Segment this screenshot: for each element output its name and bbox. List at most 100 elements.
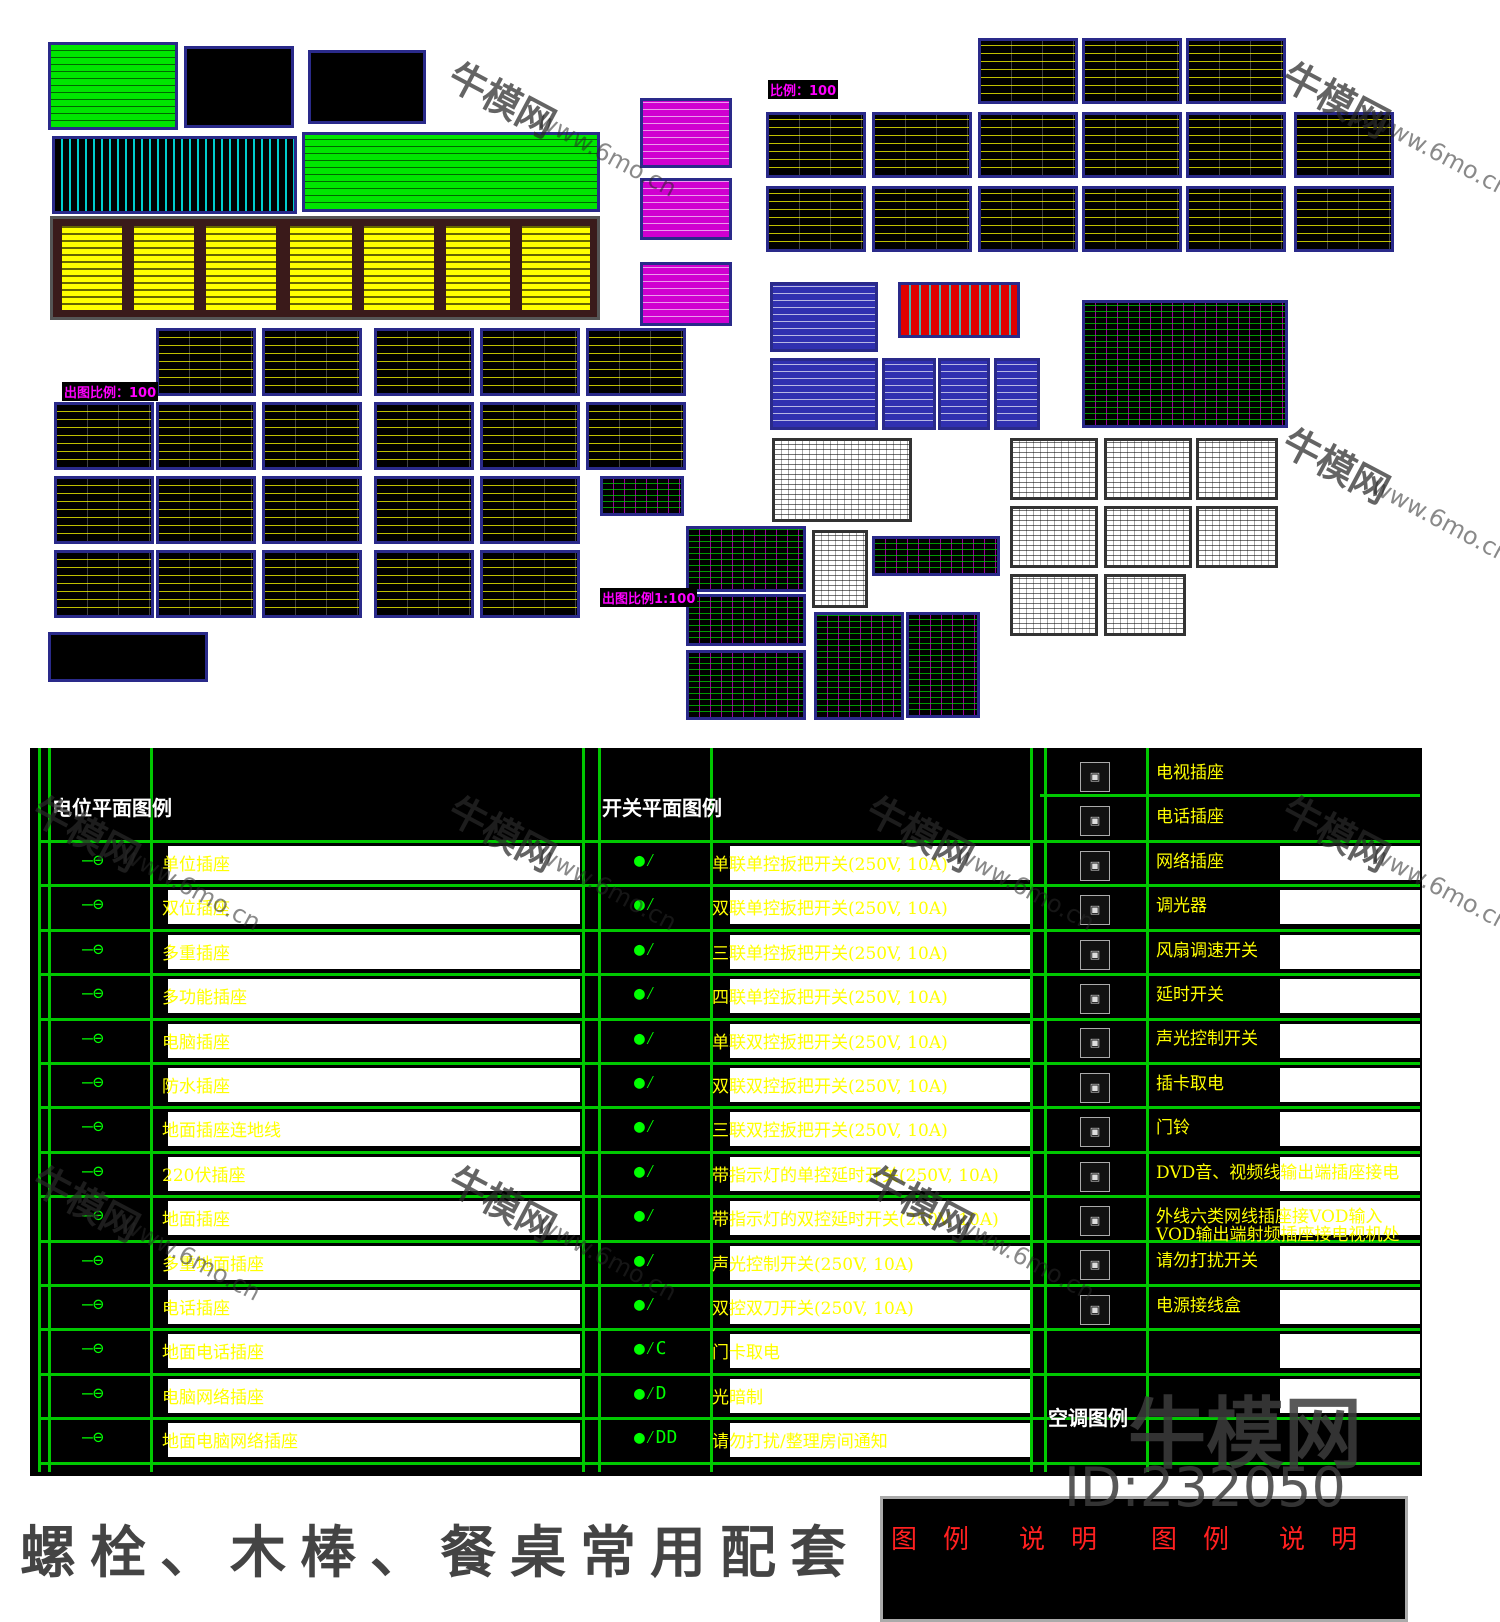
switch-symbol-icon: ●⁄	[634, 983, 656, 1005]
legend-item-label: 多功能插座	[162, 988, 247, 1009]
drawing-sheet	[1010, 574, 1098, 636]
legend-item-label: 单联双控扳把开关(250V, 10A)	[712, 1032, 948, 1053]
row-band	[168, 979, 580, 1014]
drawing-sheet	[1186, 38, 1286, 104]
row-band	[1280, 1334, 1420, 1369]
table-header-cell: 说 明	[1019, 1525, 1098, 1555]
legend-item-label: 多重地面插座	[162, 1254, 264, 1275]
switch-symbol-icon: ●⁄	[634, 1027, 656, 1049]
drawing-sheet	[374, 328, 474, 396]
row-band	[168, 1290, 580, 1324]
switch-symbol-icon: ●⁄	[634, 1160, 656, 1182]
drawing-sheet	[1082, 112, 1182, 178]
grid-line	[40, 1372, 1420, 1376]
row-band	[168, 1423, 580, 1458]
socket-symbol-icon: —⊖	[82, 1338, 104, 1360]
legend-item-label: 多重插座	[162, 943, 230, 964]
drawing-sheet	[1010, 506, 1098, 568]
socket-symbol-icon: —⊖	[82, 1249, 104, 1271]
drawing-sheet	[1294, 112, 1394, 178]
drawing-sheet	[772, 438, 912, 522]
switch-symbol-icon: ●⁄	[634, 850, 656, 871]
drawing-sheet	[600, 476, 684, 516]
drawing-sheet	[308, 50, 426, 124]
id-watermark: ID:232050	[1064, 1456, 1346, 1519]
legend-item-label: 调光器	[1156, 896, 1207, 917]
row-band	[1280, 1378, 1420, 1413]
socket-symbol-icon: —⊖	[82, 1205, 104, 1227]
switch-symbol-icon: ●⁄	[634, 1116, 656, 1138]
drawing-sheet	[1082, 38, 1182, 104]
legend-item-label: 四联单控扳把开关(250V, 10A)	[712, 988, 948, 1009]
legend-item-label: DVD音、视频线输出端插座接电	[1156, 1162, 1400, 1183]
drawing-sheet	[262, 328, 362, 396]
drawing-sheet	[262, 402, 362, 470]
drawing-sheet	[978, 112, 1078, 178]
row-band	[1280, 1068, 1420, 1102]
drawing-sheet	[48, 42, 178, 130]
device-symbol-icon: ▣	[1080, 1161, 1110, 1192]
legend-item-label: 电脑插座	[162, 1032, 230, 1053]
drawing-sheet	[1010, 438, 1098, 500]
row-band	[730, 1201, 1030, 1236]
switch-symbol-icon: ●⁄	[634, 1205, 656, 1227]
socket-symbol-icon: —⊖	[82, 938, 104, 960]
drawing-block	[290, 226, 352, 310]
legend-item-label: 220伏插座	[162, 1165, 246, 1186]
row-band	[1280, 1245, 1420, 1280]
drawing-block	[206, 226, 276, 310]
drawing-sheet	[480, 476, 580, 544]
ac-legend-title: 空调图例	[1048, 1406, 1128, 1430]
legend-item-label: 请勿打扰/整理房间通知	[712, 1432, 888, 1453]
drawing-block	[522, 226, 590, 310]
drawing-block	[62, 226, 122, 310]
drawing-sheet	[156, 476, 256, 544]
bottom-legend-table: 图 例 说 明 图 例 说 明	[880, 1496, 1408, 1622]
device-symbol-icon: ▣	[1080, 1117, 1110, 1148]
drawing-sheet	[872, 186, 972, 252]
grid-line	[40, 1150, 1420, 1154]
legend-item-label: 请勿打扰开关	[1156, 1251, 1258, 1272]
drawing-sheet	[978, 38, 1078, 104]
legend-item-label: 声光控制开关	[1156, 1029, 1258, 1050]
device-symbol-icon: ▣	[1080, 939, 1110, 970]
grid-line	[1146, 748, 1149, 1472]
table-header-cell: 图 例	[891, 1525, 970, 1555]
row-band	[1280, 979, 1420, 1014]
drawing-sheet	[938, 358, 990, 430]
drawing-sheet	[54, 402, 154, 470]
legend-item-label: 地面插座	[162, 1210, 230, 1231]
drawing-sheet	[374, 402, 474, 470]
grid-line	[40, 973, 1420, 977]
row-band	[168, 1201, 580, 1236]
grid-line	[710, 748, 713, 1472]
grid-line	[40, 1417, 1420, 1421]
drawing-sheet	[770, 358, 878, 430]
drawing-sheet	[766, 112, 866, 178]
legend-item-label: 地面插座连地线	[162, 1121, 281, 1142]
drawing-sheet	[872, 112, 972, 178]
drawing-sheet	[480, 328, 580, 396]
drawing-sheet	[586, 328, 686, 396]
drawing-sheet	[156, 402, 256, 470]
drawing-sheet	[48, 632, 208, 682]
row-band	[1280, 1023, 1420, 1058]
drawing-sheet	[1294, 186, 1394, 252]
legend-item-label: 双联双控扳把开关(250V, 10A)	[712, 1077, 948, 1097]
switch-symbol-icon: ●⁄C	[634, 1338, 667, 1360]
device-symbol-icon: ▣	[1080, 1072, 1110, 1103]
socket-symbol-icon: —⊖	[82, 1160, 104, 1182]
legend-item-label: 单位插座	[162, 855, 230, 875]
legend-item-label: 插卡取电	[1156, 1073, 1224, 1094]
legend-item-label: 网络插座	[1156, 851, 1224, 872]
drawing-sheet	[686, 526, 806, 592]
socket-symbol-icon: —⊖	[82, 1116, 104, 1138]
row-band	[168, 1068, 580, 1102]
drawing-sheet	[898, 282, 1020, 338]
grid-line	[40, 1195, 1420, 1199]
row-band	[1280, 1290, 1420, 1324]
legend-item-label: 电源接线盒	[1156, 1295, 1241, 1316]
grid-line	[1030, 748, 1033, 1472]
row-band	[1280, 934, 1420, 969]
row-band	[730, 1023, 1030, 1058]
